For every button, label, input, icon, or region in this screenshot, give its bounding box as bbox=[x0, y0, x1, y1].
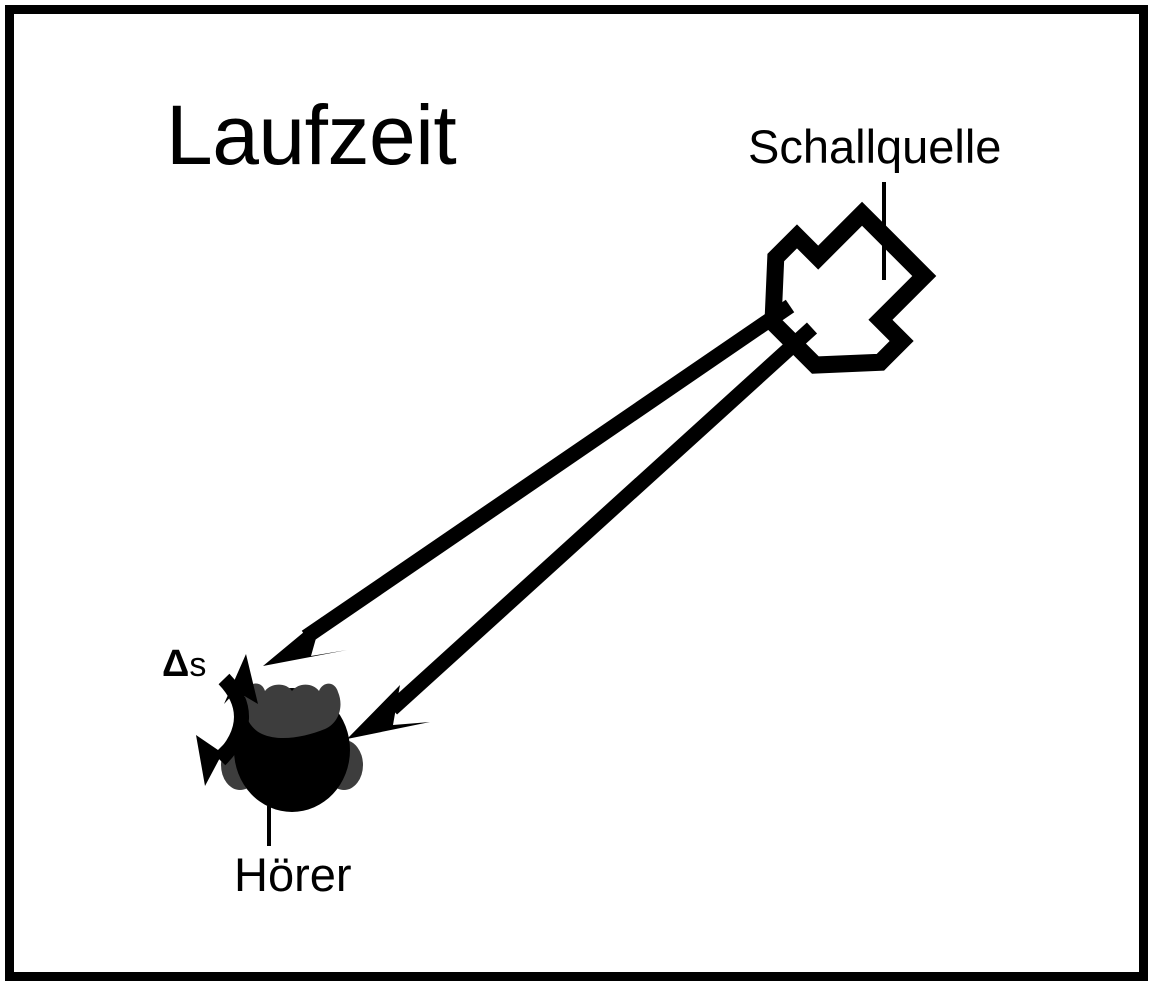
path-difference-label: Δs bbox=[162, 645, 206, 683]
figure-border bbox=[5, 5, 1148, 981]
listener-label: Hörer bbox=[234, 848, 352, 901]
sound-ray-upper-arrowhead bbox=[263, 617, 347, 666]
page-title: Laufzeit bbox=[166, 88, 457, 182]
delta-symbol: Δ bbox=[162, 643, 190, 685]
path-difference-arrowhead-top bbox=[224, 654, 258, 704]
sound-ray-upper bbox=[263, 299, 795, 666]
path-difference-subject: s bbox=[189, 646, 207, 684]
sound-ray-upper-shaft bbox=[301, 299, 795, 644]
sound-ray-lower-arrowhead bbox=[347, 685, 430, 739]
sound-ray-lower-shaft bbox=[386, 322, 818, 715]
path-difference-arc bbox=[214, 673, 249, 766]
sound-source-label: Schallquelle bbox=[748, 120, 1002, 173]
path-difference-arrowhead-bottom bbox=[196, 735, 231, 786]
head-top-view-icon bbox=[221, 683, 363, 812]
hair-shape bbox=[244, 683, 341, 739]
sound-ray-lower bbox=[347, 322, 818, 739]
path-difference-arrow bbox=[196, 654, 258, 786]
